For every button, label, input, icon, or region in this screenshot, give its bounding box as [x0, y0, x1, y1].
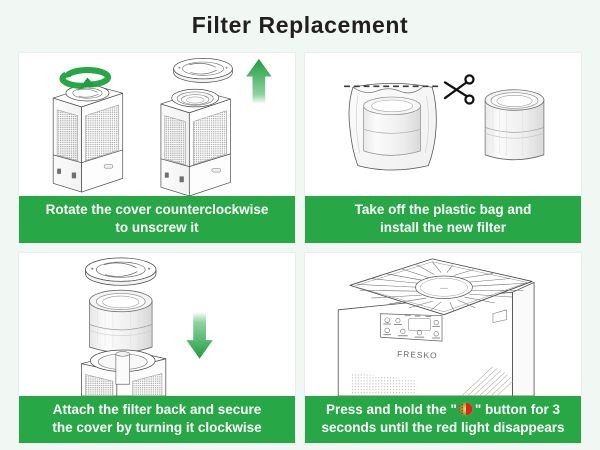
control-panel — [379, 313, 443, 342]
step-panel-4: FRESKO — [304, 252, 582, 444]
step-2-caption-line2: install the new filter — [379, 220, 507, 235]
lid-cover — [85, 257, 157, 286]
down-arrow — [186, 311, 213, 359]
air-purifier-unit-open — [160, 88, 231, 196]
step-panel-3: Attach the filter back and secure the co… — [18, 252, 296, 444]
filter-inside — [363, 96, 421, 156]
illustration-control-panel: FRESKO — [305, 253, 581, 396]
side-badge — [492, 309, 507, 323]
step-3-caption-line2: the cover by turning it clockwise — [52, 420, 262, 435]
step-panel-1: Rotate the cover counterclockwise to uns… — [18, 52, 296, 244]
filter-reset-icon — [458, 401, 474, 417]
step-2-caption-line1: Take off the plastic bag and — [354, 202, 532, 217]
step-panel-2: Take off the plastic bag and install the… — [304, 52, 582, 244]
step-4-caption-prefix: Press and hold the " — [325, 402, 457, 417]
lid-removed — [173, 58, 233, 83]
illustration-unwrap-filter — [305, 53, 581, 196]
step-3-caption-line1: Attach the filter back and secure — [52, 402, 262, 417]
page-title: Filter Replacement — [191, 12, 409, 38]
rotation-arrow-counterclockwise — [59, 67, 111, 89]
step-1-caption-line2: to unscrew it — [115, 220, 199, 235]
scissors-icon — [443, 74, 475, 105]
step-4-caption-line2: seconds until the red light disappears — [321, 420, 565, 435]
step-2-caption: Take off the plastic bag and install the… — [305, 196, 581, 243]
side-vents — [461, 366, 513, 396]
illustration-reinstall-filter — [19, 253, 295, 396]
air-purifier-unit-closed — [52, 84, 124, 193]
step-4-caption: Press and hold the " " button for 3 secon… — [305, 396, 581, 443]
step-4-caption-suffix: " button for 3 — [474, 402, 561, 417]
step-3-caption: Attach the filter back and secure the co… — [19, 396, 295, 443]
steps-grid: Rotate the cover counterclockwise to uns… — [18, 52, 582, 444]
step-1-caption: Rotate the cover counterclockwise to uns… — [19, 196, 295, 243]
brand-logo: FRESKO — [397, 349, 438, 361]
up-arrow — [246, 58, 272, 104]
front-vent — [351, 372, 417, 396]
air-purifier-base — [81, 349, 167, 396]
air-purifier-top-grille — [356, 261, 525, 311]
step-1-caption-line1: Rotate the cover counterclockwise — [45, 202, 269, 217]
filter-in-plastic-bag — [348, 83, 437, 171]
filter-cylinder — [89, 289, 153, 353]
illustration-rotate-cover — [19, 53, 295, 196]
filter-cylinder — [484, 89, 545, 161]
